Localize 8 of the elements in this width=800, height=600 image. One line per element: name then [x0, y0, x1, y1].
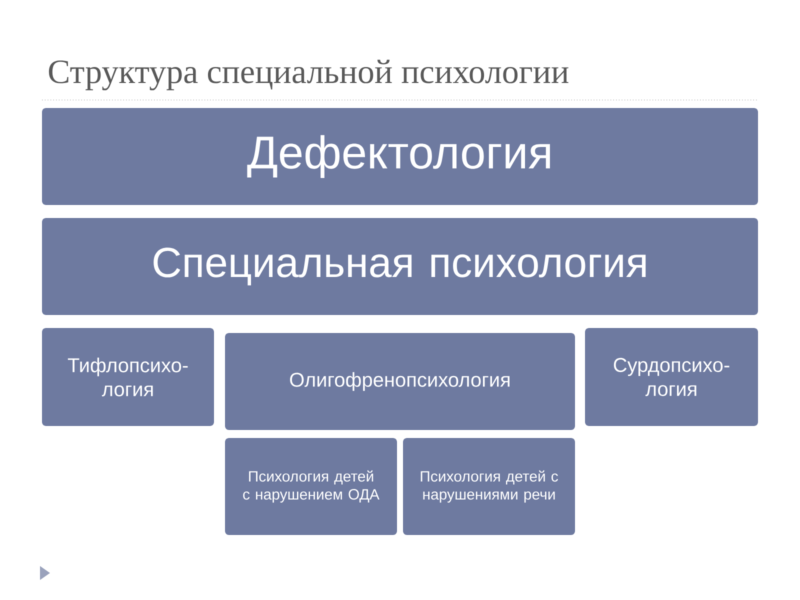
category-box: Психология детей с нарушениями речи: [403, 438, 575, 535]
title: Структура специальной психологии: [48, 60, 568, 90]
category-box: Сурдопсихо-логия: [585, 328, 758, 426]
category-box: Тифлопсихо-логия: [42, 328, 214, 426]
category-box: Специальная психология: [42, 218, 758, 315]
category-box: Психология детей с нарушением ОДА: [225, 438, 397, 535]
category-box: Олигофренопсихология: [225, 333, 575, 430]
category-box: Дефектология: [42, 108, 758, 205]
